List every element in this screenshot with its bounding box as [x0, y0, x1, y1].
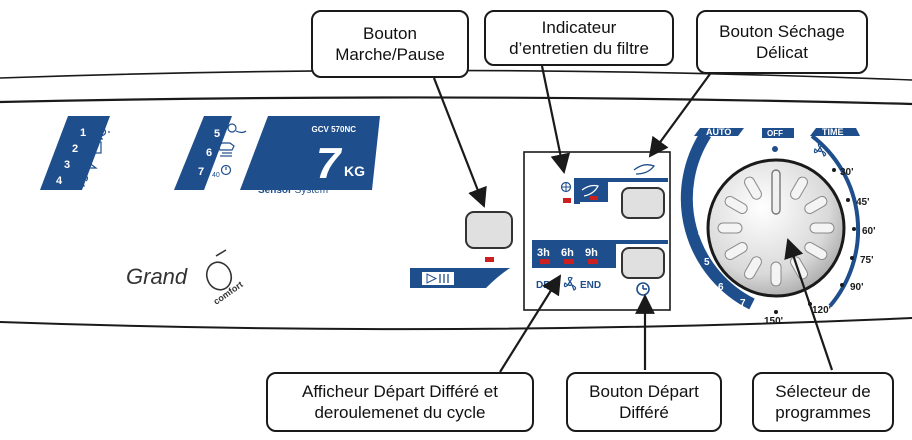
filter-icon	[560, 181, 572, 193]
delicate-badge-box	[576, 182, 608, 202]
dial-grip	[744, 176, 762, 200]
temp-label: 40	[212, 172, 220, 179]
auto-number: 7	[740, 298, 746, 309]
end-label: END	[580, 280, 601, 291]
delicate-dry-button[interactable]	[621, 187, 665, 219]
dial-grip	[770, 261, 782, 287]
time-tick-label: 60'	[862, 226, 876, 237]
brand-name: Grand	[126, 264, 188, 289]
iron-icon	[69, 175, 89, 187]
auto-number: 3	[702, 200, 708, 211]
auto-badge	[694, 128, 744, 136]
capacity-unit: KG	[344, 163, 365, 179]
timer-icon	[220, 164, 232, 176]
feather-icon	[633, 164, 656, 175]
brand-sub: comfort	[212, 279, 245, 306]
dial-grip	[804, 196, 828, 214]
fan-icon	[813, 142, 827, 157]
delay-led	[540, 259, 550, 264]
delay-led	[564, 259, 574, 264]
fan-icon	[563, 276, 577, 291]
time-label: TIME	[822, 127, 844, 137]
play-pause-icon	[422, 272, 454, 285]
brand-swoosh	[205, 249, 233, 291]
callout-marche-pause: Bouton Marche/Pause	[311, 10, 469, 78]
prog-number: 2	[72, 143, 78, 155]
arrow-sechage	[648, 73, 711, 158]
auto-number: 4	[698, 228, 704, 239]
time-tick-label: 90'	[850, 282, 864, 293]
dial-grip	[790, 176, 808, 200]
model-badge: 5 6 7 40 GCV 570NC 7 KG	[174, 116, 380, 190]
programme-dial[interactable]: AUTO OFF TIME 1 2 3 4 5 6 7 30' 45' 60' …	[680, 127, 876, 327]
hanger-icon	[78, 156, 98, 169]
capacity-value: 7	[316, 139, 343, 188]
callout-depart-differe: Bouton Départ Différé	[566, 372, 722, 432]
delay-6h-label: 6h	[561, 247, 574, 259]
delay-3h-label: 3h	[537, 247, 550, 259]
dial-pointer	[771, 169, 781, 215]
delay-start-button[interactable]	[621, 247, 665, 279]
dial-knob[interactable]	[706, 158, 846, 298]
delicate-led	[590, 196, 598, 200]
prog-number: 3	[64, 159, 70, 171]
model-number: GCV 570NC	[312, 125, 357, 134]
time-tick-label: 75'	[860, 255, 874, 266]
dial-grip	[724, 196, 748, 214]
time-badge	[810, 128, 860, 136]
auto-arc	[680, 130, 755, 310]
prog-number: 5	[214, 128, 220, 140]
callout-filtre: Indicateur d’entretien du filtre	[484, 10, 674, 66]
dial-grip	[804, 242, 828, 260]
auto-number: 1	[738, 154, 744, 165]
time-tick-label: 150'	[764, 316, 783, 327]
wool-icon	[227, 123, 247, 134]
panel-bottom-edge	[0, 317, 912, 331]
arrow-filtre	[540, 65, 571, 174]
dryer-icon	[89, 141, 102, 154]
shirts-icon	[217, 142, 235, 157]
time-tick-label: 30'	[840, 167, 854, 178]
auto-label: AUTO	[706, 127, 731, 137]
play-pause-badge	[410, 268, 510, 288]
callout-afficheur: Afficheur Départ Différé et deroulemenet…	[266, 372, 534, 432]
time-tick-label: 120'	[812, 305, 831, 316]
time-arc	[810, 134, 861, 308]
off-badge	[762, 128, 794, 138]
start-pause-button[interactable]	[465, 211, 513, 249]
arrow-marche-pause	[432, 77, 487, 208]
auto-number: 5	[704, 257, 710, 268]
dial-grip	[744, 256, 762, 280]
sun-icon	[94, 124, 110, 140]
delay-9h-label: 9h	[585, 247, 598, 259]
display-panel	[523, 151, 671, 311]
prog-number: 7	[198, 166, 204, 178]
off-label: OFF	[767, 129, 783, 138]
panel-top-edge-inner	[0, 96, 912, 106]
clock-icon	[636, 282, 650, 296]
dial-grip	[717, 222, 743, 234]
programme-badge-left: 1 2 3 4	[40, 116, 130, 190]
dial-grip	[809, 222, 835, 234]
time-tick-label: 45'	[856, 197, 870, 208]
arrow-selecteur	[784, 238, 834, 371]
feather-icon	[581, 184, 599, 197]
callout-selecteur: Sélecteur de programmes	[752, 372, 894, 432]
filter-led	[563, 198, 571, 203]
callout-sechage-delicat: Bouton Séchage Délicat	[696, 10, 868, 74]
prog-number: 1	[80, 127, 86, 139]
dial-grip	[724, 242, 748, 260]
auto-number: 2	[712, 174, 718, 185]
prog-number: 4	[56, 175, 63, 187]
dial-grips	[717, 176, 835, 287]
off-marker	[772, 146, 778, 152]
sensor-system-label: Sensor System	[258, 185, 328, 196]
delicate-badge	[574, 178, 668, 204]
arrow-afficheur	[499, 274, 562, 373]
prog-number: 6	[206, 147, 212, 159]
delay-led	[588, 259, 598, 264]
start-pause-led	[485, 257, 494, 262]
auto-number: 6	[718, 282, 724, 293]
